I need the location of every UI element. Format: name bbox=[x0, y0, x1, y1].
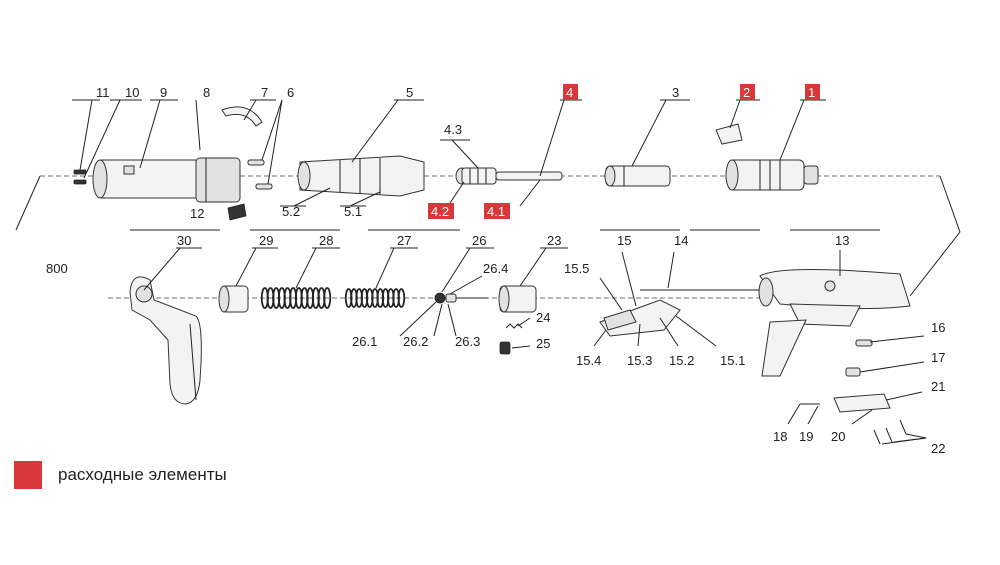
highlight-box-2 bbox=[740, 84, 755, 100]
part-22-screws bbox=[873, 419, 907, 445]
label-13: 13 bbox=[835, 233, 849, 248]
label-23: 23 bbox=[547, 233, 561, 248]
legend-label: расходные элементы bbox=[58, 465, 227, 484]
label-25: 25 bbox=[536, 336, 550, 351]
row-connector-lines bbox=[15, 175, 961, 297]
part-28-spring bbox=[260, 287, 332, 309]
label-26-1: 26.1 bbox=[352, 334, 377, 349]
diagram-code: 800 bbox=[46, 261, 68, 276]
label-16: 16 bbox=[931, 320, 945, 335]
label-24: 24 bbox=[536, 310, 550, 325]
label-15-4: 15.4 bbox=[576, 353, 601, 368]
part-7-clip bbox=[221, 106, 263, 127]
label-26: 26 bbox=[472, 233, 486, 248]
label-11: 11 bbox=[96, 85, 110, 100]
part-12-block bbox=[227, 203, 247, 221]
label-3: 3 bbox=[672, 85, 679, 100]
part-6-screws bbox=[247, 159, 273, 190]
part-30-handle bbox=[129, 276, 202, 405]
label-22: 22 bbox=[931, 441, 945, 456]
label-29: 29 bbox=[259, 233, 273, 248]
label-1: 1 bbox=[808, 85, 815, 100]
label-30: 30 bbox=[177, 233, 191, 248]
label-15-2: 15.2 bbox=[669, 353, 694, 368]
highlight-box-4-1 bbox=[484, 203, 510, 219]
label-17: 17 bbox=[931, 350, 945, 365]
part-25-nut bbox=[499, 341, 511, 355]
part-5-sleeve bbox=[297, 155, 425, 197]
part-3-tube bbox=[604, 165, 671, 187]
label-6: 6 bbox=[287, 85, 294, 100]
part-1-barrel bbox=[725, 159, 819, 191]
highlight-box-4-2 bbox=[428, 203, 454, 219]
part-15-trigger bbox=[599, 299, 681, 337]
part-11-pins bbox=[73, 169, 87, 185]
label-20: 20 bbox=[831, 429, 845, 444]
label-28: 28 bbox=[319, 233, 333, 248]
label-12: 12 bbox=[190, 206, 204, 221]
label-5-2: 5.2 bbox=[282, 204, 300, 219]
label-10: 10 bbox=[125, 85, 139, 100]
part-9-cylinder bbox=[92, 157, 241, 203]
label-4-3: 4.3 bbox=[444, 122, 462, 137]
label-15-3: 15.3 bbox=[627, 353, 652, 368]
label-18: 18 bbox=[773, 429, 787, 444]
part-16-screw bbox=[855, 339, 873, 347]
label-26-2: 26.2 bbox=[403, 334, 428, 349]
label-5: 5 bbox=[406, 85, 413, 100]
part-4-piston bbox=[455, 167, 563, 185]
label-2: 2 bbox=[743, 85, 750, 100]
legend-swatch bbox=[14, 461, 42, 489]
part-2-clip bbox=[715, 123, 743, 145]
label-4-1: 4.1 bbox=[487, 204, 505, 219]
highlight-box-4 bbox=[563, 84, 578, 100]
label-8: 8 bbox=[203, 85, 210, 100]
part-29-ring bbox=[218, 285, 249, 313]
label-26-3: 26.3 bbox=[455, 334, 480, 349]
highlight-box-1 bbox=[805, 84, 820, 100]
legend: расходные элементы bbox=[14, 461, 227, 489]
label-19: 19 bbox=[799, 429, 813, 444]
label-15: 15 bbox=[617, 233, 631, 248]
label-4: 4 bbox=[566, 85, 573, 100]
label-4-2: 4.2 bbox=[431, 204, 449, 219]
part-17-screw bbox=[845, 367, 861, 377]
part-23-sleeve bbox=[498, 285, 537, 313]
part-21-plate bbox=[833, 393, 891, 413]
label-27: 27 bbox=[397, 233, 411, 248]
part-labels: 800 11 10 9 8 7 6 5 4.3 3 12 5.2 5.1 4 2… bbox=[46, 84, 945, 456]
label-7: 7 bbox=[261, 85, 268, 100]
part-27-spring bbox=[344, 288, 406, 308]
label-14: 14 bbox=[674, 233, 688, 248]
label-5-1: 5.1 bbox=[344, 204, 362, 219]
label-15-1: 15.1 bbox=[720, 353, 745, 368]
label-26-4: 26.4 bbox=[483, 261, 508, 276]
label-21: 21 bbox=[931, 379, 945, 394]
part-13-body bbox=[758, 268, 911, 377]
label-15-5: 15.5 bbox=[564, 261, 589, 276]
part-26-needle bbox=[434, 292, 488, 304]
label-9: 9 bbox=[160, 85, 167, 100]
